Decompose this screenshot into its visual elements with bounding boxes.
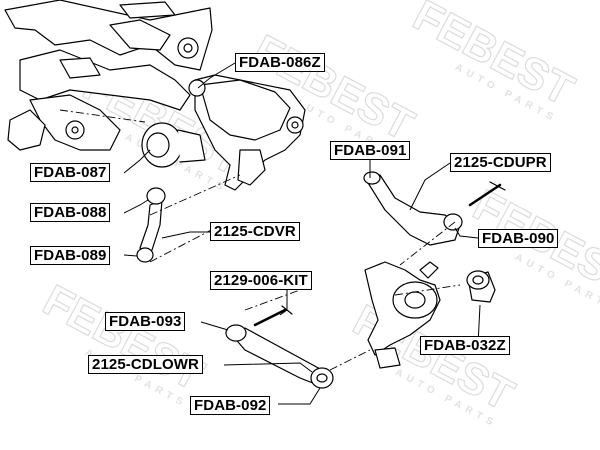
label-fdab-089[interactable]: FDAB-089 xyxy=(30,246,111,265)
label-fdab-087[interactable]: FDAB-087 xyxy=(30,163,111,182)
svg-text:FEBEST: FEBEST xyxy=(405,0,581,115)
svg-text:FEBEST: FEBEST xyxy=(35,276,211,401)
rear-knuckle-drawing xyxy=(364,261,441,369)
label-2125-cdupr[interactable]: 2125-CDUPR xyxy=(450,153,551,172)
assembly-lines xyxy=(59,109,461,371)
bushing-fdab-087-drawing xyxy=(141,122,206,168)
label-fdab-092[interactable]: FDAB-092 xyxy=(190,396,271,415)
label-fdab-093[interactable]: FDAB-093 xyxy=(105,312,186,331)
subframe-drawing xyxy=(4,0,213,151)
label-2125-cdvr[interactable]: 2125-CDVR xyxy=(210,222,300,241)
label-fdab-091[interactable]: FDAB-091 xyxy=(330,141,411,160)
label-fdab-088[interactable]: FDAB-088 xyxy=(30,203,111,222)
label-2125-cdlowr[interactable]: 2125-CDLOWR xyxy=(88,355,203,374)
label-fdab-032z[interactable]: FDAB-032Z xyxy=(420,336,510,355)
arm-2125-cdvr-drawing xyxy=(136,187,166,263)
label-2129-006-kit[interactable]: 2129-006-KIT xyxy=(210,271,312,290)
bushing-fdab-032z-drawing xyxy=(466,270,496,303)
label-fdab-086z[interactable]: FDAB-086Z xyxy=(235,53,325,72)
upper-knuckle-drawing xyxy=(188,74,306,191)
arm-2125-cdupr-drawing xyxy=(363,171,506,246)
label-fdab-090[interactable]: FDAB-090 xyxy=(478,229,559,248)
arm-2125-cdlowr-drawing xyxy=(225,305,334,389)
